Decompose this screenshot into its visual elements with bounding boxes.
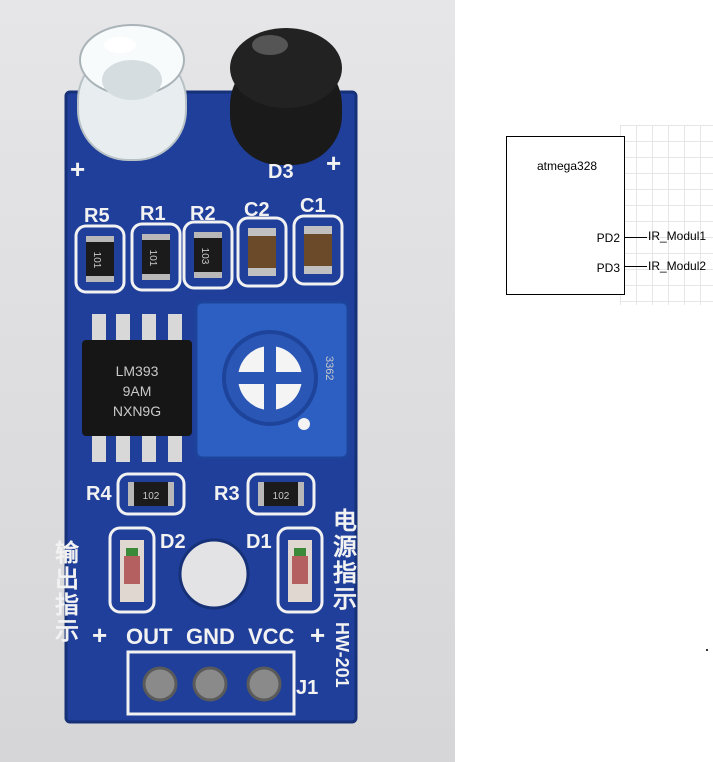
atmega328-block: atmega328 PD2 PD3	[506, 136, 625, 295]
led-d2	[108, 526, 156, 614]
svg-text:102: 102	[143, 491, 160, 502]
ir-emitter-led	[77, 24, 187, 161]
ir-receiver-photodiode	[230, 28, 342, 165]
led-d1	[276, 526, 324, 614]
sensor-module-photo: + + D3 R5 R1 R2 C2 C1 101 101 103	[0, 0, 455, 762]
resistor-r5: 101	[74, 224, 126, 294]
schematic-panel: atmega328 PD2 PD3 IR_Modul1 IR_Modul2	[455, 0, 713, 762]
wire-pd2	[625, 237, 647, 238]
resistor-r3: 102	[246, 472, 316, 516]
plus-label: +	[92, 620, 107, 650]
capacitor-c2	[236, 216, 288, 288]
label-r2: R2	[190, 203, 216, 225]
label-gnd: GND	[186, 624, 235, 649]
label-r4: R4	[86, 483, 112, 505]
label-model: HW-201	[332, 622, 352, 688]
svg-text:NXN9G: NXN9G	[113, 403, 161, 419]
net-label-ir-modul1: IR_Modul1	[648, 229, 707, 243]
plus-label: +	[326, 148, 341, 178]
label-d2: D2	[160, 531, 186, 553]
capacitor-c1	[292, 214, 344, 286]
schematic-grid	[620, 125, 713, 305]
pin-pd3: PD3	[596, 261, 620, 275]
label-out: OUT	[126, 624, 173, 649]
plus-label: +	[310, 620, 325, 650]
label-r1: R1	[140, 203, 166, 225]
label-power-indicator: 电源指示	[329, 508, 357, 612]
label-output-indicator: 输出指示	[51, 539, 79, 644]
label-r3: R3	[214, 483, 240, 505]
lm393-ic: LM393 9AM NXN9G	[82, 314, 192, 462]
svg-text:102: 102	[273, 491, 290, 502]
plus-label: +	[70, 154, 85, 184]
label-c2: C2	[244, 199, 270, 221]
svg-text:9AM: 9AM	[123, 383, 152, 399]
trimmer-potentiometer: 3362	[194, 300, 350, 460]
resistor-r4: 102	[116, 472, 186, 516]
resistor-r1: 101	[130, 222, 182, 292]
label-r5: R5	[84, 205, 110, 227]
svg-text:103: 103	[199, 248, 210, 265]
svg-text:101: 101	[147, 250, 158, 267]
resistor-r2: 103	[182, 220, 234, 290]
label-c1: C1	[300, 195, 326, 217]
label-j1: J1	[296, 677, 318, 699]
stray-dot	[706, 649, 708, 651]
mounting-hole	[178, 538, 250, 610]
wire-pd3	[625, 266, 647, 267]
svg-text:3362: 3362	[323, 356, 335, 380]
pin-header-j1	[126, 650, 296, 716]
component-name: atmega328	[537, 159, 598, 173]
label-d1: D1	[246, 531, 272, 553]
label-vcc: VCC	[248, 624, 295, 649]
svg-text:101: 101	[91, 252, 102, 269]
label-d3: D3	[268, 161, 294, 183]
svg-text:LM393: LM393	[116, 363, 159, 379]
net-label-ir-modul2: IR_Modul2	[648, 259, 707, 273]
pin-pd2: PD2	[596, 231, 620, 245]
